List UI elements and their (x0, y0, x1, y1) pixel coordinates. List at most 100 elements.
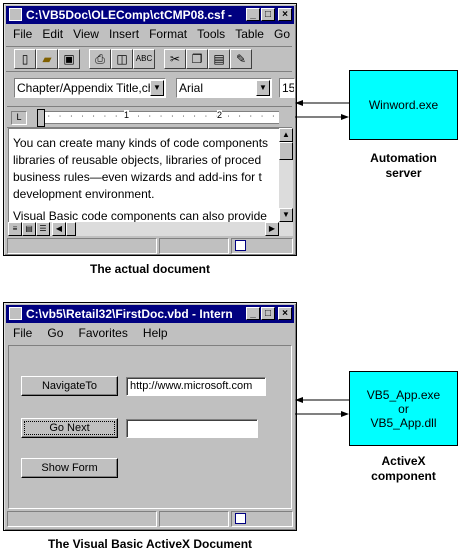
status-pane (159, 238, 229, 254)
scroll-down-icon[interactable]: ▼ (279, 208, 293, 222)
ie-statusbar (7, 511, 293, 527)
scroll-thumb[interactable] (66, 222, 76, 236)
page-layout-view-icon[interactable]: ▤ (22, 222, 36, 236)
paragraph-line: business rules—even wizards and add-ins … (13, 170, 262, 184)
chevron-down-icon[interactable]: ▼ (150, 80, 164, 96)
ie-status-icon (235, 513, 246, 524)
server-arrows (295, 100, 349, 120)
paste-icon[interactable]: ▤ (208, 49, 230, 69)
server-caption: Automation server (349, 151, 458, 181)
outline-view-icon[interactable]: ☰ (36, 222, 50, 236)
menu-favorites[interactable]: Favorites (78, 326, 128, 340)
menu-view[interactable]: View (73, 27, 99, 41)
tab-stop-icon[interactable]: L (11, 111, 27, 125)
word-caption: The actual document (89, 262, 211, 276)
ie-status-icon (235, 240, 246, 251)
normal-view-icon[interactable]: ≡ (8, 222, 22, 236)
menu-edit[interactable]: Edit (42, 27, 64, 41)
menu-table[interactable]: Table (235, 27, 264, 41)
status-pane (231, 238, 293, 254)
ruler[interactable]: L · · · · · · · · · · · · · · · · · · · … (7, 106, 292, 128)
scroll-right-icon[interactable]: ▶ (265, 222, 279, 236)
horizontal-scrollbar[interactable]: ≡ ▤ ☰ ◀ ▶ (8, 222, 293, 236)
show-form-button[interactable]: Show Form (21, 458, 118, 478)
format-painter-icon[interactable]: ✎ (230, 49, 252, 69)
menu-file[interactable]: File (13, 326, 33, 340)
paragraph-line: Visual Basic code components can also pr… (13, 209, 267, 223)
server-caption-line1: Automation (370, 151, 437, 165)
word-statusbar (7, 238, 293, 254)
component-line1: VB5_App.exe (366, 387, 441, 402)
save-icon[interactable]: ▣ (58, 49, 80, 69)
vertical-scrollbar[interactable]: ▲ ▼ (279, 128, 293, 222)
component-caption: ActiveX component (349, 454, 458, 484)
menu-go[interactable]: Go (274, 27, 291, 41)
style-combo-value: Chapter/Appendix Title,cht (17, 81, 158, 95)
word-titlebar[interactable]: C:\VB5Doc\OLEComp\ctCMP08.csf - _ □ × (6, 6, 294, 24)
formatting-toolbar: Chapter/Appendix Title,cht ▼ Arial ▼ 15 (6, 74, 295, 100)
size-combo[interactable]: 15 (279, 78, 295, 98)
document-area[interactable]: You can create many kinds of code compon… (8, 128, 280, 223)
ie-window: C:\vb5\Retail32\FirstDoc.vbd - Intern _ … (3, 302, 297, 531)
app-icon (9, 307, 22, 320)
menu-go[interactable]: Go (47, 326, 64, 340)
minimize-icon[interactable]: _ (246, 307, 260, 320)
size-combo-value: 15 (282, 81, 295, 95)
paragraph-line: You can create many kinds of code compon… (13, 136, 269, 150)
print-preview-icon[interactable]: ◫ (111, 49, 133, 69)
maximize-icon[interactable]: □ (261, 8, 275, 21)
ruler-ticks: · · · · · · · · · · · · · · · · · · · · … (47, 113, 277, 120)
ie-menubar: File Go Favorites Help (6, 324, 294, 342)
ie-titlebar[interactable]: C:\vb5\Retail32\FirstDoc.vbd - Intern _ … (6, 305, 294, 323)
style-combo[interactable]: Chapter/Appendix Title,cht ▼ (14, 78, 166, 98)
menu-file[interactable]: File (13, 27, 33, 41)
spelling-icon[interactable]: ABC (133, 49, 155, 69)
close-icon[interactable]: × (278, 8, 292, 21)
server-box-label: Winword.exe (368, 98, 439, 112)
menu-format[interactable]: Format (149, 27, 188, 41)
app-icon (9, 8, 22, 21)
component-caption-line2: component (371, 469, 436, 483)
status-pane (231, 511, 293, 527)
status-pane (159, 511, 229, 527)
ie-content-area: NavigateTo http://www.microsoft.com Go N… (8, 345, 292, 509)
maximize-icon[interactable]: □ (261, 307, 275, 320)
font-combo-value: Arial (179, 81, 204, 95)
word-window: C:\VB5Doc\OLEComp\ctCMP08.csf - _ □ × Fi… (3, 3, 297, 256)
go-next-button[interactable]: Go Next (21, 418, 118, 438)
menu-tools[interactable]: Tools (197, 27, 226, 41)
scroll-thumb[interactable] (279, 142, 293, 160)
indent-marker-icon[interactable] (37, 109, 45, 127)
font-combo[interactable]: Arial ▼ (176, 78, 272, 98)
close-icon[interactable]: × (278, 307, 292, 320)
next-field[interactable] (126, 419, 258, 438)
ie-caption: The Visual Basic ActiveX Document (47, 537, 253, 551)
open-icon[interactable]: ▰ (36, 49, 58, 69)
print-icon[interactable]: ⎙ (89, 49, 111, 69)
paragraph-line: libraries of reusable objects, libraries… (13, 153, 262, 167)
scroll-left-icon[interactable]: ◀ (52, 222, 66, 236)
chevron-down-icon[interactable]: ▼ (256, 80, 270, 96)
ie-window-title: C:\vb5\Retail32\FirstDoc.vbd - Intern (26, 307, 233, 321)
standard-toolbar: ▯ ▰ ▣ ⎙ ◫ ABC ✂ ❐ ▤ ✎ (6, 46, 292, 72)
component-line2: or (398, 401, 409, 416)
activex-component-box: VB5_App.exe or VB5_App.dll (349, 371, 458, 446)
status-pane (7, 238, 157, 254)
copy-icon[interactable]: ❐ (186, 49, 208, 69)
ruler-number-1: 1 (124, 110, 130, 120)
navigate-to-button[interactable]: NavigateTo (21, 376, 118, 396)
url-field[interactable]: http://www.microsoft.com (126, 377, 266, 396)
cut-icon[interactable]: ✂ (164, 49, 186, 69)
ruler-number-2: 2 (217, 110, 223, 120)
automation-server-box: Winword.exe (349, 70, 458, 140)
menu-help[interactable]: Help (142, 326, 168, 340)
server-caption-line2: server (385, 166, 422, 180)
scroll-up-icon[interactable]: ▲ (279, 128, 293, 142)
paragraph-line: development environment. (13, 187, 155, 201)
menu-insert[interactable]: Insert (109, 27, 140, 41)
component-arrows (295, 397, 349, 417)
minimize-icon[interactable]: _ (246, 8, 260, 21)
new-icon[interactable]: ▯ (14, 49, 36, 69)
word-menubar: File Edit View Insert Format Tools Table… (6, 25, 294, 43)
word-window-title: C:\VB5Doc\OLEComp\ctCMP08.csf - (26, 8, 233, 22)
